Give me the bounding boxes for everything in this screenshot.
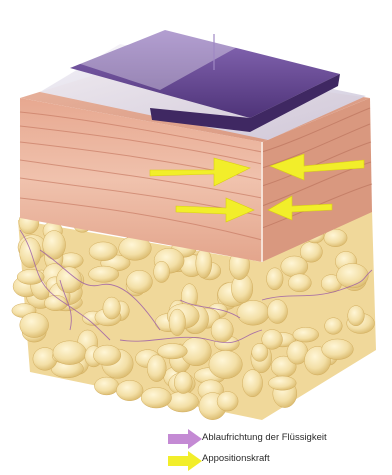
fat-lobule	[281, 256, 308, 277]
fat-lobule	[242, 370, 262, 397]
fat-lobule	[348, 306, 365, 326]
fat-lobule	[116, 380, 143, 400]
fat-lobule	[196, 248, 212, 278]
fat-lobule	[174, 372, 192, 394]
fat-lobule	[94, 377, 118, 395]
fat-lobule	[237, 300, 269, 325]
fat-lobule	[268, 376, 296, 390]
fat-lobule	[147, 355, 166, 382]
fat-lobule	[154, 261, 170, 282]
fat-lobule	[89, 266, 119, 282]
legend-label-apposition: Appositionskraft	[202, 453, 270, 464]
fat-lobule	[167, 391, 199, 412]
fat-lobule	[211, 318, 233, 342]
fat-lobule	[209, 350, 242, 378]
fat-lobule	[158, 344, 188, 359]
fat-lobule	[20, 238, 41, 268]
fat-lobule	[293, 327, 319, 342]
fat-lobule	[20, 313, 49, 338]
legend-label-fluid: Ablaufrichtung der Flüssigkeit	[202, 432, 327, 443]
fat-lobule	[288, 274, 311, 292]
fat-lobule	[93, 345, 120, 365]
fat-lobule	[103, 297, 121, 319]
fat-lobule	[252, 343, 268, 361]
fat-lobule	[267, 300, 287, 324]
fat-lobule	[17, 269, 44, 284]
fat-lobule	[325, 318, 343, 335]
fat-lobule	[89, 242, 117, 261]
fat-lobule	[43, 231, 66, 260]
fat-lobule	[267, 268, 284, 290]
fat-lobule	[217, 392, 238, 412]
fat-lobule	[322, 339, 354, 360]
legend-arrow-apposition	[168, 451, 202, 471]
fat-lobule	[169, 309, 185, 336]
legend-arrow-fluid	[168, 429, 202, 449]
fat-lobule	[141, 387, 171, 408]
fat-lobule	[53, 341, 86, 365]
fat-lobule	[337, 263, 369, 288]
fat-lobule	[126, 270, 152, 293]
